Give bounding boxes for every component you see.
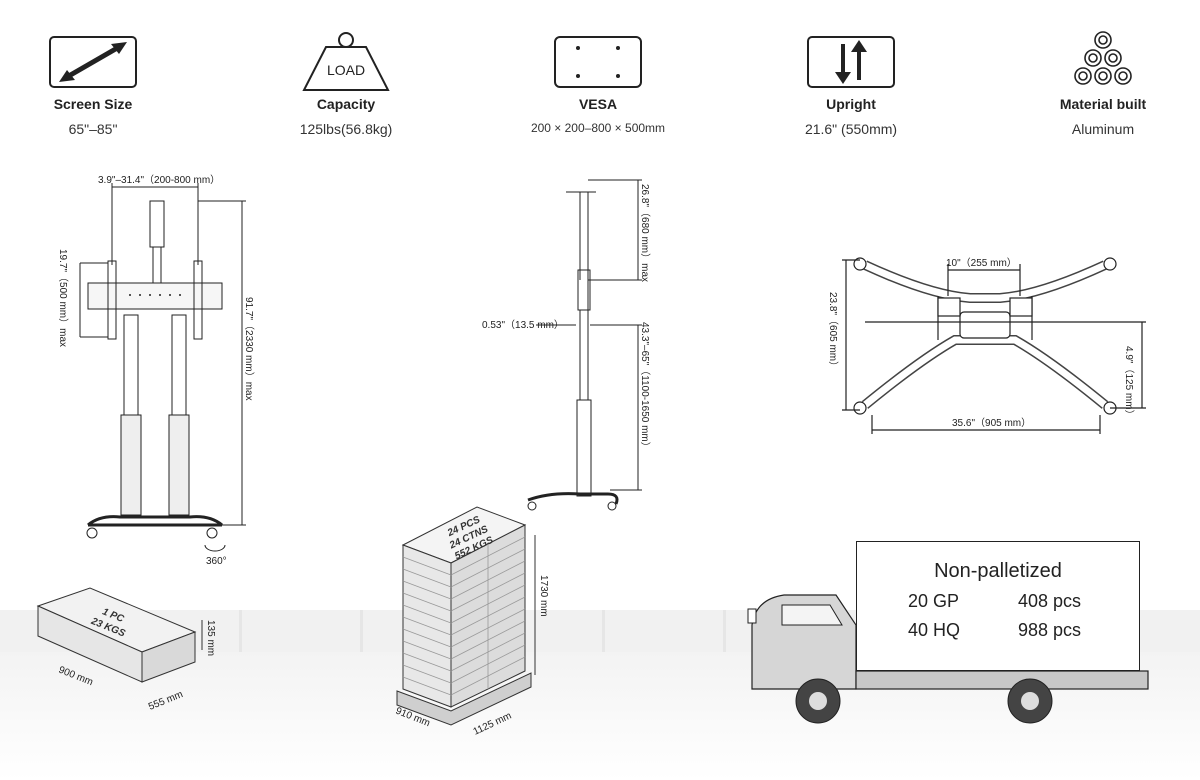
- double-arrow-icon: [49, 36, 137, 88]
- front-bracket-label: 19.7"（500 mm）max: [57, 249, 69, 347]
- vesa-plate-icon: [554, 36, 642, 88]
- spec-screen-size: Screen Size 65"–85": [0, 30, 193, 137]
- side-thickness-label: 0.53"（13.5 mm）: [482, 319, 564, 331]
- base-width-label: 35.6"（905 mm）: [952, 417, 1031, 429]
- base-center-label: 10"（255 mm）: [946, 257, 1017, 269]
- spec-label: VESA: [578, 96, 618, 112]
- spec-material: Material built Aluminum: [1003, 30, 1200, 137]
- side-top-label: 26.8"（680 mm）max: [639, 184, 651, 282]
- load-badge: LOAD: [327, 62, 365, 78]
- front-view-diagram: 3.9"–31.4"（200-800 mm） 19.7"（500 mm）max …: [57, 174, 255, 567]
- base-offset-label: 4.9"（125 mm）: [1123, 346, 1135, 420]
- container-type: 40 HQ: [908, 620, 961, 640]
- spec-capacity: LOAD Capacity 125lbs(56.8kg): [246, 30, 446, 137]
- spec-upright: Upright 21.6" (550mm): [751, 30, 951, 137]
- spec-label: Material built: [1059, 96, 1147, 112]
- single-box-diagram: 1 PC 23 KGS 900 mm 555 mm 135 mm: [36, 587, 216, 713]
- spec-label: Upright: [826, 96, 876, 112]
- rotation-label: 360°: [206, 556, 227, 567]
- container-qty: 408 pcs: [1018, 591, 1082, 611]
- shipping-row: 20 GP 408 pcs: [857, 591, 1139, 612]
- side-view-diagram: 26.8"（680 mm）max 0.53"（13.5 mm） 43.3"–65…: [482, 179, 651, 511]
- spec-value: 125lbs(56.8kg): [299, 121, 393, 137]
- single-box-height: 135 mm: [205, 620, 216, 656]
- front-width-label: 3.9"–31.4"（200-800 mm）: [98, 174, 220, 186]
- truck-illustration: [747, 594, 1149, 724]
- pallet-height: 1730 mm: [538, 575, 549, 617]
- spec-value: 65"–85": [68, 121, 118, 137]
- weight-icon: LOAD: [302, 32, 390, 91]
- base-depth-label: 23.8"（605 mm）: [827, 292, 839, 371]
- spec-value: 200 × 200–800 × 500mm: [530, 121, 666, 135]
- spec-value: Aluminum: [1071, 121, 1135, 137]
- container-type: 20 GP: [908, 591, 960, 611]
- single-box-width: 555 mm: [147, 689, 185, 713]
- spec-label: Screen Size: [53, 96, 133, 112]
- pallet-length: 1125 mm: [472, 710, 514, 737]
- spec-vesa: VESA 200 × 200–800 × 500mm: [498, 30, 698, 135]
- up-down-arrows-icon: [807, 36, 895, 88]
- base-view-diagram: 10"（255 mm） 23.8"（605 mm） 4.9"（125 mm） 3…: [827, 257, 1146, 434]
- shipping-row: 40 HQ 988 pcs: [857, 620, 1139, 641]
- pallet-diagram: 24 PCS 24 CTNS 552 KGS 1730 mm 910 mm 11…: [394, 506, 549, 738]
- shipping-title: Non-palletized: [934, 560, 1062, 582]
- spec-label: Capacity: [316, 96, 376, 112]
- shipping-panel: Non-palletized 20 GP 408 pcs 40 HQ 988 p…: [856, 541, 1140, 671]
- front-height-label: 91.7"（2330 mm）max: [243, 297, 255, 401]
- side-height-label: 43.3"–65"（1100-1650 mm）: [639, 322, 651, 452]
- spiral-cluster-icon: [1074, 31, 1132, 85]
- container-qty: 988 pcs: [1018, 620, 1082, 640]
- single-box-length: 900 mm: [57, 665, 95, 689]
- spec-value: 21.6" (550mm): [804, 121, 898, 137]
